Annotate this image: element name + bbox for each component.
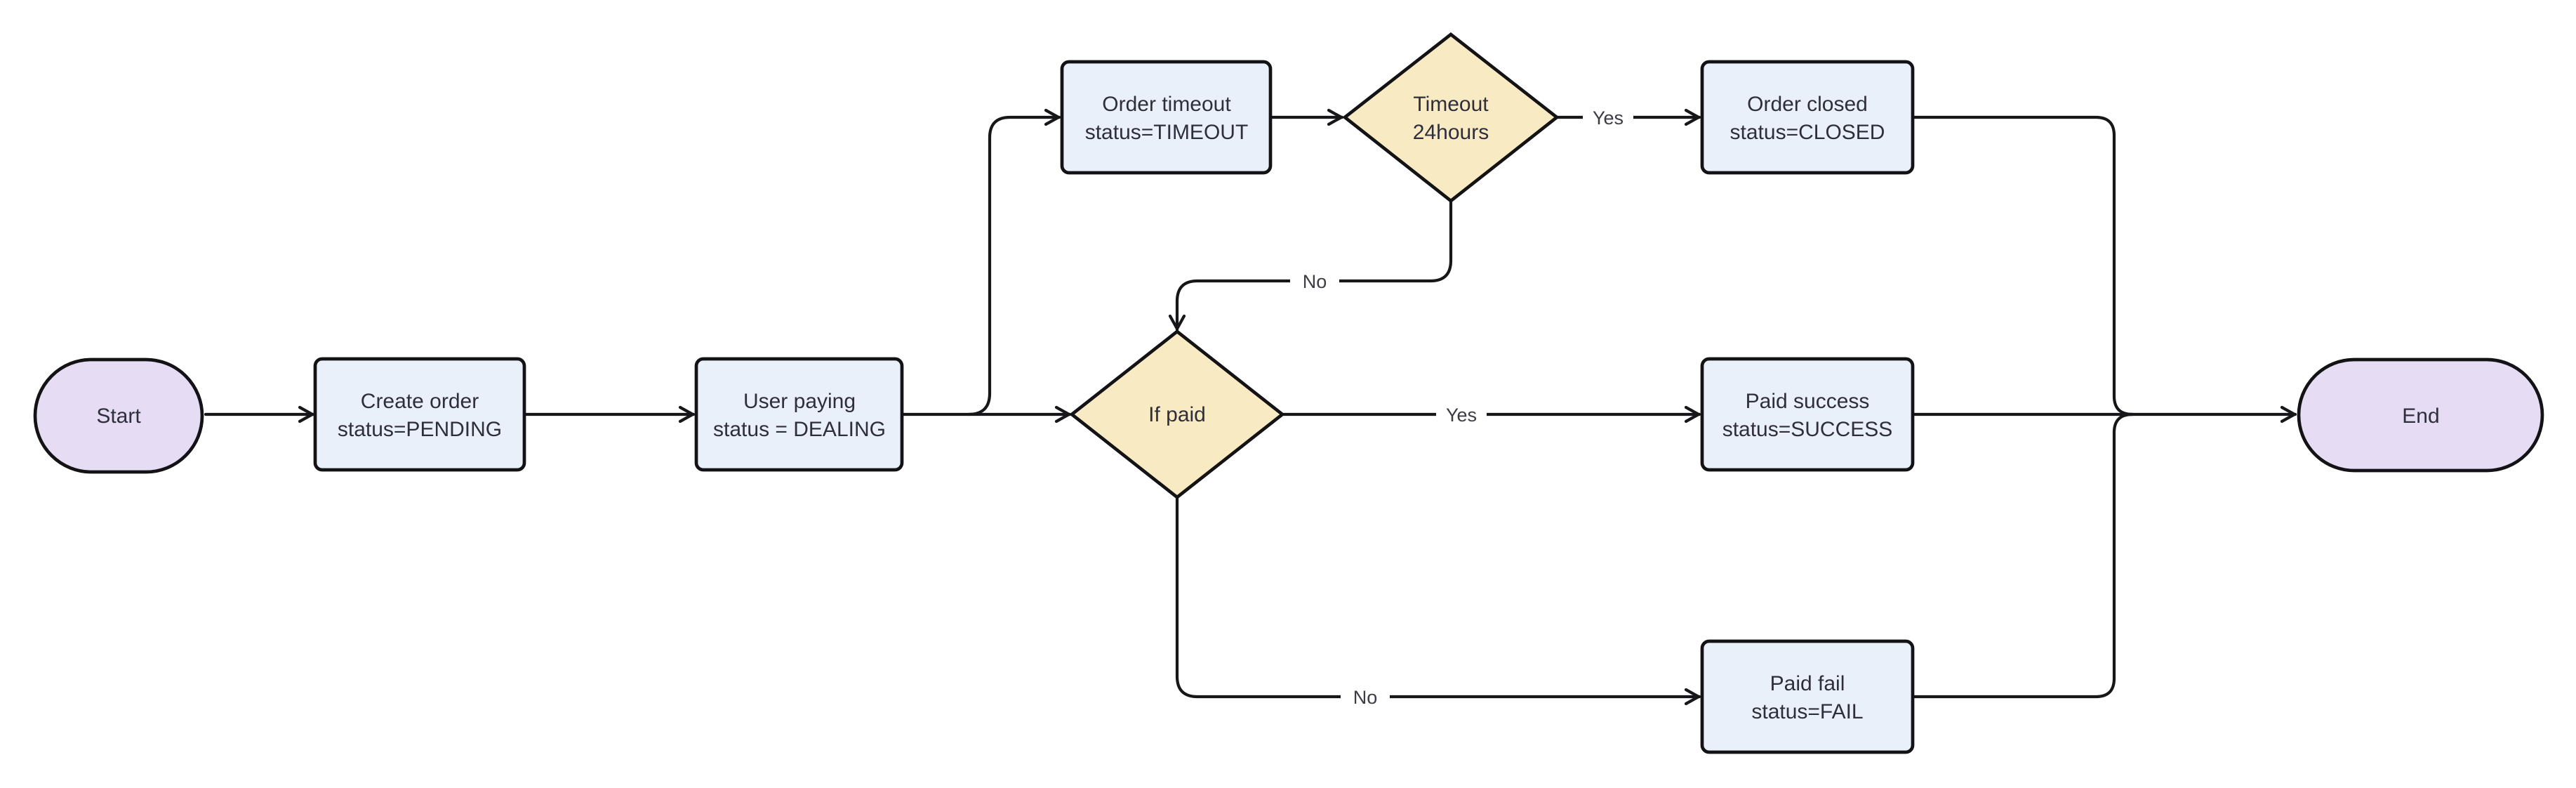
edge-label-bg — [1583, 100, 1633, 135]
node-end-label: End — [2402, 405, 2439, 428]
node-create-order-line1: Create order — [361, 390, 479, 413]
node-timeout-decision-line2: 24hours — [1413, 121, 1489, 144]
edge-label-text: Yes — [1593, 107, 1624, 129]
end-stadium-shape — [2297, 357, 2544, 473]
node-paid-fail-line2: status=FAIL — [1751, 700, 1863, 723]
paid-fail-rect-shape — [1700, 639, 1915, 754]
edge-label-text: Yes — [1446, 405, 1477, 426]
edge-paid-fail-to-merge — [1911, 412, 2135, 699]
node-order-timeout-line2: status=TIMEOUT — [1085, 121, 1249, 144]
edge-if-paid-no-to-paid-fail — [1175, 495, 1701, 706]
create-order-rect-shape — [313, 357, 526, 472]
node-order-closed-line2: status=CLOSED — [1730, 121, 1885, 144]
node-order-timeout: Order timeout status=TIMEOUT — [1060, 60, 1273, 175]
node-start-label: Start — [96, 405, 141, 428]
edge-label-text: No — [1353, 687, 1378, 708]
node-paid-success-line2: status=SUCCESS — [1722, 418, 1893, 441]
edge-label-bg — [1290, 263, 1339, 298]
node-paid-success: Paid success status=SUCCESS — [1700, 357, 1915, 472]
node-start: Start — [33, 357, 204, 474]
order-closed-rect-shape — [1700, 60, 1915, 175]
node-paid-fail: Paid fail status=FAIL — [1700, 639, 1915, 754]
node-order-closed: Order closed status=CLOSED — [1700, 60, 1915, 175]
node-user-paying-line2: status = DEALING — [713, 418, 886, 441]
node-if-paid: If paid — [1069, 329, 1285, 499]
node-user-paying: User paying status = DEALING — [694, 357, 904, 472]
node-paid-success-line1: Paid success — [1746, 390, 1870, 413]
edge-label-bg — [1341, 679, 1390, 714]
edge-label-text: No — [1303, 271, 1327, 292]
node-user-paying-line1: User paying — [743, 390, 856, 413]
node-create-order: Create order status=PENDING — [313, 357, 526, 472]
edge-user-paying-to-order-timeout — [967, 108, 1061, 416]
paid-success-rect-shape — [1700, 357, 1915, 472]
node-order-timeout-line1: Order timeout — [1102, 93, 1231, 116]
edge-label-paid-no: No — [1341, 679, 1390, 714]
user-paying-rect-shape — [694, 357, 904, 472]
edge-label-bg — [1436, 397, 1487, 432]
edge-label-paid-yes: Yes — [1436, 397, 1487, 432]
node-timeout-decision: Timeout 24hours — [1342, 32, 1560, 203]
timeout-decision-diamond-shape — [1342, 32, 1560, 203]
edge-label-timeout-yes: Yes — [1583, 100, 1633, 135]
node-timeout-decision-line1: Timeout — [1413, 93, 1489, 116]
edge-order-closed-to-merge — [1911, 115, 2135, 416]
if-paid-diamond-shape — [1069, 329, 1285, 499]
order-timeout-rect-shape — [1060, 60, 1273, 175]
node-if-paid-label: If paid — [1148, 403, 1206, 426]
node-end: End — [2297, 357, 2544, 473]
start-stadium-shape — [33, 357, 204, 474]
node-create-order-line2: status=PENDING — [338, 418, 502, 441]
node-order-closed-line1: Order closed — [1747, 93, 1868, 116]
node-paid-fail-line1: Paid fail — [1770, 672, 1845, 695]
edge-label-timeout-no: No — [1290, 263, 1339, 298]
